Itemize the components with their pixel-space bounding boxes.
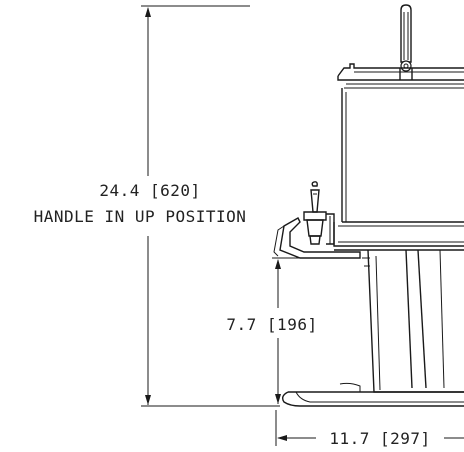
spout-height-dimension: 7.7 [196] [226, 257, 317, 404]
overall-height-note: HANDLE IN UP POSITION [34, 207, 247, 226]
lid [337, 63, 464, 89]
handle-icon [400, 4, 412, 72]
faucet-icon [303, 181, 335, 245]
spout-height-label: 7.7 [196] [226, 315, 317, 334]
drip-tray [273, 217, 361, 259]
overall-height-dimension: 24.4 [620] HANDLE IN UP POSITION [34, 5, 280, 407]
base-depth-dimension: 11.7 [297] [275, 410, 464, 448]
dispenser-outline [273, 4, 464, 407]
base-foot [281, 382, 464, 407]
overall-height-label: 24.4 [620] [99, 181, 200, 200]
pedestal [362, 249, 464, 393]
tank-body [341, 88, 464, 223]
tank-base-band [333, 222, 464, 251]
base-depth-label: 11.7 [297] [329, 429, 430, 448]
